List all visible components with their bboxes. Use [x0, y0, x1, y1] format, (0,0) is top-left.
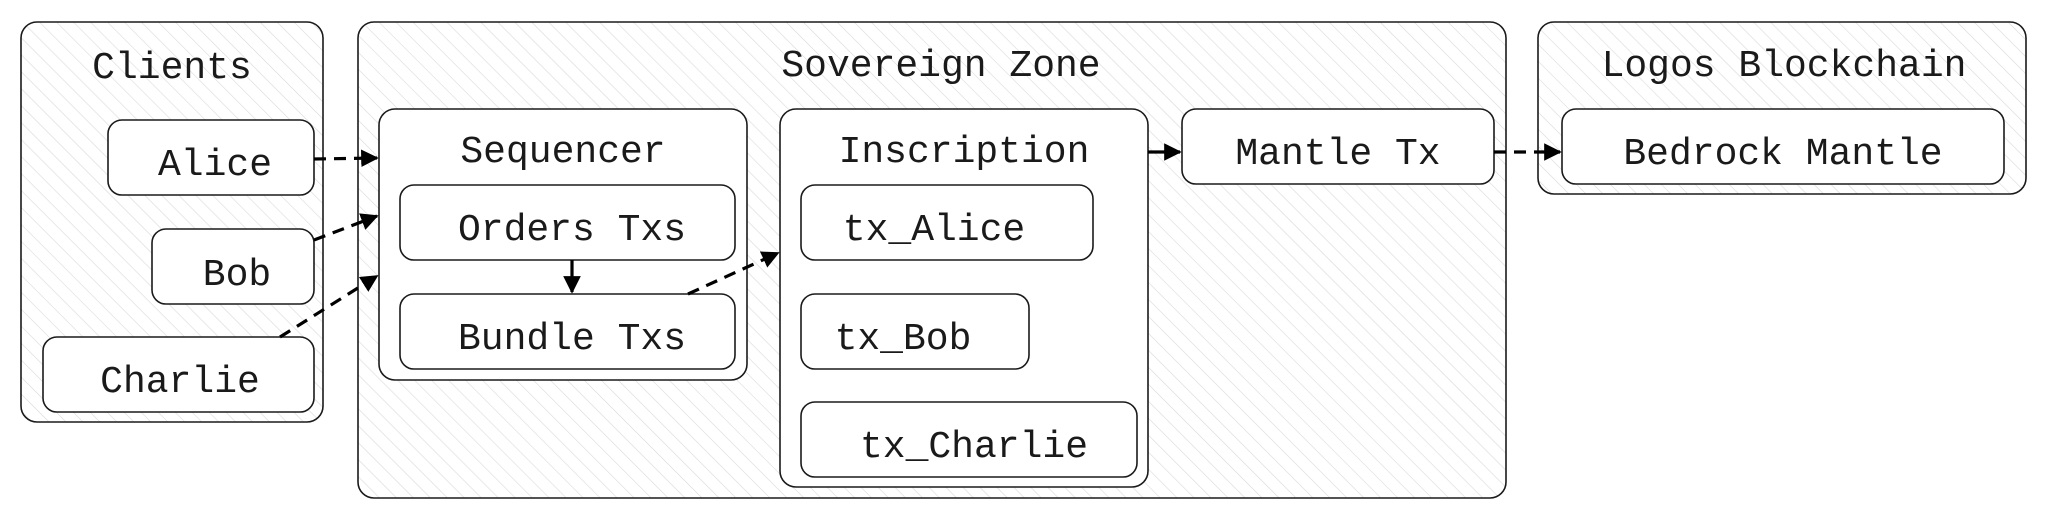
- node-bedrock-mantle-label: Bedrock Mantle: [1623, 133, 1942, 176]
- node-alice-label: Alice: [158, 144, 272, 187]
- node-orders-txs: [399, 184, 736, 261]
- edge-bundle-inscription: [687, 251, 780, 296]
- node-bob-label: Bob: [203, 254, 271, 297]
- clients-title: Clients: [92, 47, 252, 90]
- node-bob: [151, 228, 315, 305]
- node-tx-charlie: [800, 401, 1138, 478]
- logos-blockchain-title: Logos Blockchain: [1602, 45, 1967, 88]
- node-tx-charlie-label: tx_Charlie: [860, 426, 1088, 469]
- edge-alice-sequencer: [313, 149, 379, 168]
- node-orders-txs-label: Orders Txs: [458, 209, 686, 252]
- node-mantle-tx-label: Mantle Tx: [1235, 133, 1440, 176]
- sovereign-zone-title: Sovereign Zone: [781, 45, 1100, 88]
- node-charlie: [42, 336, 315, 413]
- node-mantle-tx: [1181, 108, 1495, 185]
- inscription-title: Inscription: [839, 131, 1090, 174]
- node-tx-alice: [800, 184, 1094, 261]
- node-tx-bob: [800, 293, 1030, 370]
- node-bundle-txs: [399, 293, 736, 370]
- node-bedrock-mantle: [1561, 108, 2005, 185]
- sequencer-title: Sequencer: [460, 131, 665, 174]
- edge-bob-sequencer: [313, 213, 379, 242]
- node-bundle-txs-label: Bundle Txs: [458, 318, 686, 361]
- node-tx-bob-label: tx_Bob: [835, 318, 972, 361]
- node-charlie-label: Charlie: [100, 361, 260, 404]
- node-tx-alice-label: tx_Alice: [843, 209, 1025, 252]
